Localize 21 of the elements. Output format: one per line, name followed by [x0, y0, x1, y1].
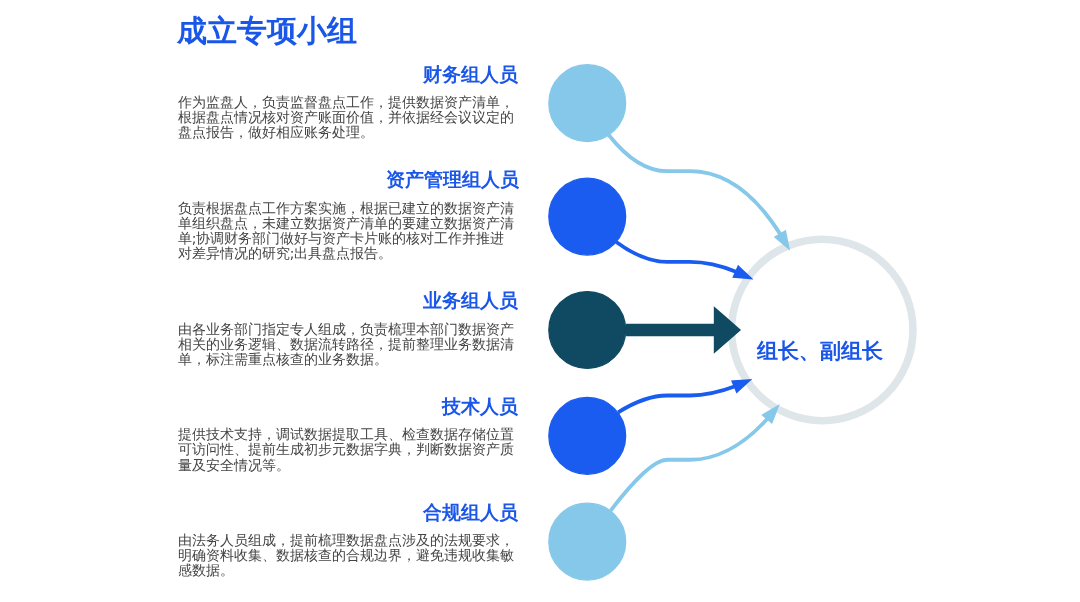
node-label: 技术人员	[442, 395, 519, 418]
arrow	[609, 404, 780, 512]
arrow	[615, 240, 754, 280]
arrow	[607, 134, 791, 251]
node-label: 资产管理组人员	[385, 168, 519, 191]
node-circle	[548, 177, 627, 256]
node-label: 业务组人员	[423, 289, 519, 312]
node-label: 作为监盘人，负责监督盘点工作，提供数据资产清单，根据盘点情况核对资产账面价值，并依据经会议议定的盘点报告，做好相应账务处理。	[177, 93, 514, 140]
node-circle	[548, 396, 627, 475]
node-label: 合规组人员	[423, 500, 519, 523]
node-circle	[548, 290, 627, 370]
arrow	[625, 306, 742, 354]
node-label: 负责根据盘点工作方案实施，根据已建立的数据资产清单组织盘点，未建立数据资产清单的要建立数据资产清单;协调财务部门做好与资产卡片账的核对工作并推进对差异情况的研究;出具盘点报告。	[177, 199, 514, 261]
node-circle	[548, 502, 627, 581]
node-label: 由法务人员组成，提前梳理数据盘点涉及的法规要求，明确资料收集、数据核查的合规边界，避免违规收集敏感数据。	[177, 532, 514, 579]
arrow	[617, 379, 753, 414]
diagram-title: 成立专项小组	[177, 13, 358, 49]
node-circle	[548, 64, 627, 143]
node-label: 提供技术支持，调试数据提取工具、检查数据存储位置可访问性、提前生成初步元数据字典，判断数据资产质量及安全情况等。	[177, 426, 514, 473]
node-label: 财务组人员	[423, 62, 519, 85]
node-label: 由各业务部门指定专人组成，负责梳理本部门数据资产相关的业务逻辑、数据流转路径，提前整理业务数据清单，标注需重点核查的业务数据。	[177, 320, 514, 367]
